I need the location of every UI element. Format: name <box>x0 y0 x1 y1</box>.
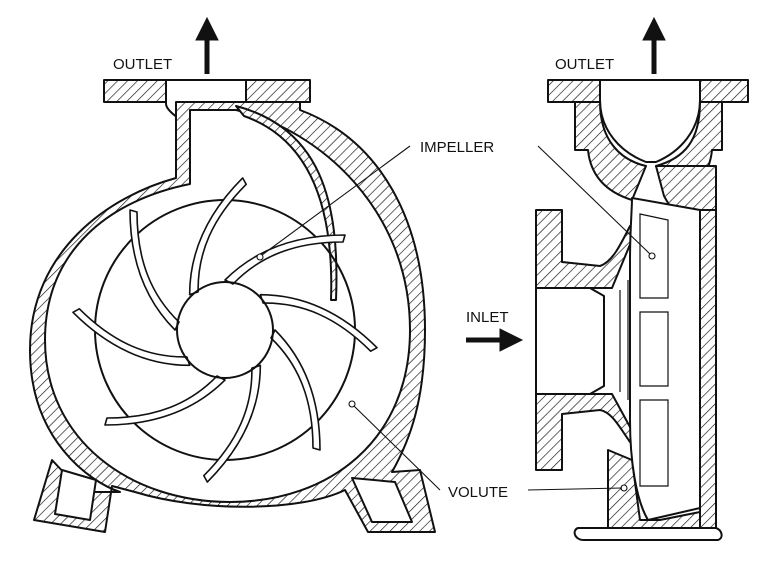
impeller-label: IMPELLER <box>420 139 494 156</box>
right-outlet-bore <box>599 79 701 163</box>
inlet-label: INLET <box>466 309 509 326</box>
right-impeller-vane-lower <box>639 399 669 487</box>
right-casing-back <box>699 209 717 531</box>
impeller-blade <box>270 329 321 451</box>
right-outlet-label: OUTLET <box>555 56 614 73</box>
impeller-leader-right <box>537 145 651 255</box>
impeller-leader-left <box>261 145 411 256</box>
left-cutwater <box>235 105 338 301</box>
left-volute-cavity <box>44 109 411 503</box>
right-impeller-vane-mid <box>639 311 669 387</box>
impeller-blade <box>104 375 226 426</box>
left-outlet-label: OUTLET <box>113 56 172 73</box>
volute-leader-dot-left <box>348 400 356 408</box>
volute-label: VOLUTE <box>448 484 508 501</box>
right-base-plate <box>573 527 723 541</box>
impeller-blade <box>129 209 180 331</box>
side-section-view <box>535 79 749 541</box>
right-outlet-arrow <box>642 16 666 74</box>
right-neck-wall-left <box>574 101 647 201</box>
impeller-blade <box>188 177 248 296</box>
left-foot-cutout-2 <box>351 477 413 523</box>
right-suction-bore <box>535 287 605 395</box>
impeller-leader-dot-left <box>256 253 264 261</box>
volute-leader-left <box>353 405 441 491</box>
impeller-leader-dot-right <box>648 252 656 260</box>
inlet-arrow <box>466 328 524 352</box>
impeller-blade <box>259 293 378 353</box>
left-impeller-blades <box>72 177 378 483</box>
impeller-blade <box>72 307 191 367</box>
front-section-view <box>29 79 436 533</box>
volute-leader-right <box>527 487 623 491</box>
impeller-blade <box>202 364 262 483</box>
right-impeller-body <box>629 197 701 521</box>
right-suction-flange-top <box>535 209 637 289</box>
left-impeller-eye <box>176 281 274 379</box>
left-foot-cutout-1 <box>54 469 97 521</box>
right-impeller-vane-upper <box>639 213 669 299</box>
left-outlet-arrow <box>195 16 219 74</box>
